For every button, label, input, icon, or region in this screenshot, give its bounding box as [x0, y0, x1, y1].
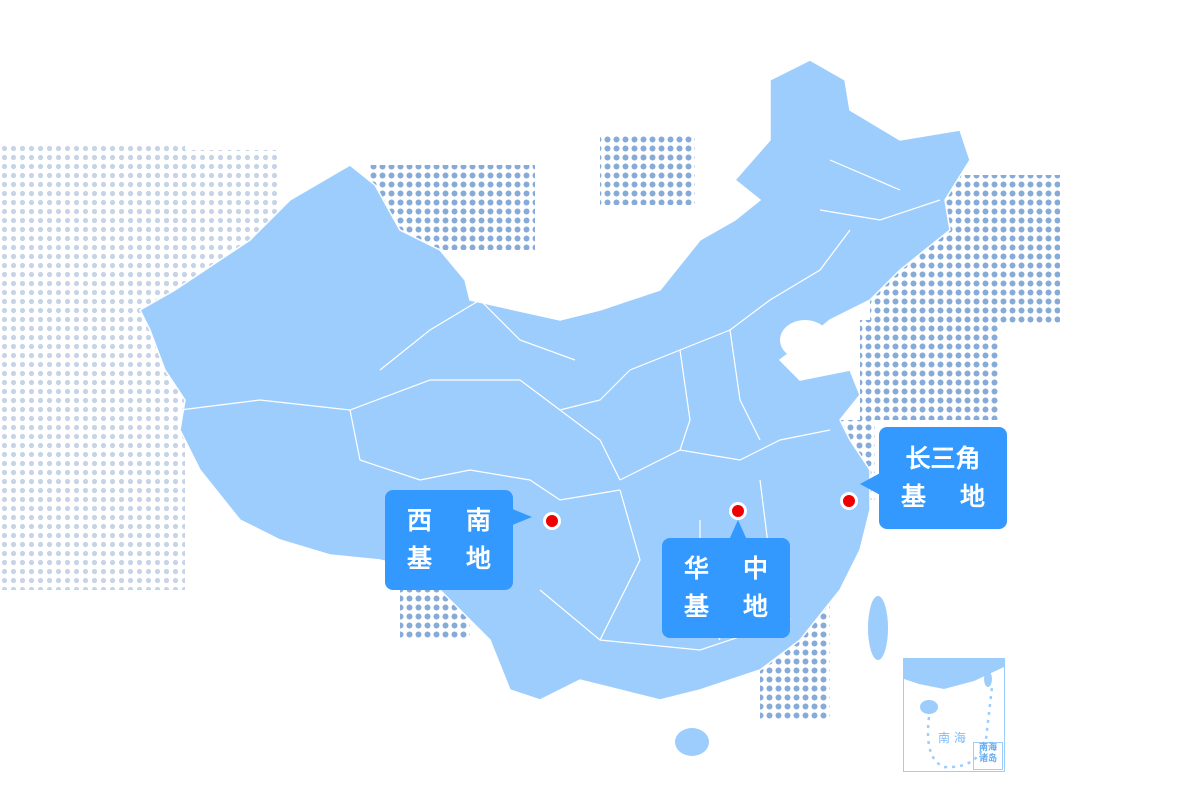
inset-text: 南: [938, 731, 951, 745]
hainan: [675, 728, 709, 756]
callout-text: 中: [742, 554, 768, 583]
bohai-sea: [780, 320, 830, 360]
callout-central-base[interactable]: 华 中 基 地: [662, 538, 790, 638]
callout-yangtze-delta-base[interactable]: 长三角 基 地: [879, 427, 1007, 529]
callout-text: 基: [684, 592, 710, 621]
inset-islands-box: 南海 诸岛: [973, 742, 1003, 770]
inset-text: 海: [953, 731, 966, 745]
callout-tail: [860, 472, 882, 496]
callout-tail: [510, 508, 532, 526]
callout-text: 华: [684, 554, 710, 583]
callout-southwest-base[interactable]: 西 南 基 地: [385, 490, 513, 590]
inset-sea-label: 南 海: [938, 729, 966, 746]
inset-graphic: [904, 659, 1004, 769]
inset-text: 南海: [978, 743, 997, 753]
inset-text: 诸岛: [978, 754, 997, 764]
callout-text: 基: [901, 482, 927, 511]
callout-text: 长三角: [905, 444, 981, 473]
southwest-base-marker[interactable]: [543, 512, 561, 530]
yangtze-delta-base-marker[interactable]: [840, 492, 858, 510]
callout-text: 西: [407, 506, 433, 535]
callout-text: 地: [742, 592, 768, 621]
callout-text: 基: [407, 544, 433, 573]
central-base-marker[interactable]: [729, 502, 747, 520]
south-china-sea-inset: 南 海 南海 诸岛: [903, 658, 1005, 772]
callout-tail: [729, 520, 747, 540]
callout-text: 地: [959, 482, 985, 511]
callout-text: 地: [465, 544, 491, 573]
callout-text: 南: [465, 506, 491, 535]
taiwan: [868, 596, 888, 660]
